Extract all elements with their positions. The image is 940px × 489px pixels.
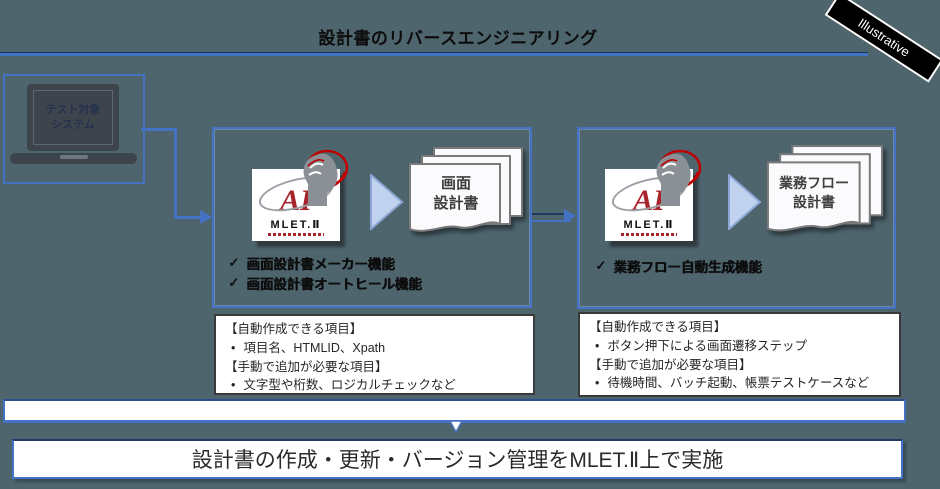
laptop-base: [10, 153, 137, 164]
note-item: • 待機時間、バッチ起動、帳票テストケースなど: [589, 374, 890, 393]
check-icon: ✓: [228, 275, 240, 290]
feature-item: ✓ 画面設計書メーカー機能: [228, 253, 395, 273]
flow2-arrow-icon: [728, 174, 762, 230]
ai-head-icon: [303, 149, 349, 206]
bullet-icon: •: [595, 338, 600, 353]
bullet-icon: •: [231, 378, 236, 393]
feature-item: ✓ 業務フロー自動生成機能: [595, 256, 762, 276]
note-item-text: 待機時間、バッチ起動、帳票テストケースなど: [607, 376, 870, 391]
note-item-text: 項目名、HTMLID、Xpath: [243, 340, 386, 355]
note-item-text: 文字型や桁数、ロジカルチェックなど: [243, 378, 456, 393]
business-flow-doc-stack: 業務フロー 設計書: [765, 144, 887, 252]
connector-laptop-h: [141, 128, 177, 131]
note-item: • 項目名、HTMLID、Xpath: [225, 339, 524, 358]
laptop-screen-label: テスト対象 システム: [33, 90, 113, 145]
check-icon: ✓: [228, 255, 240, 270]
arrow-into-box1-icon: [200, 210, 212, 224]
note-heading: 【手動で追加が必要な項目】: [589, 357, 752, 372]
note-item-text: ボタン押下による画面遷移ステップ: [607, 338, 808, 353]
feature-label: 画面設計書オートヒール機能: [246, 277, 422, 292]
flow-box-screen-design: AI MLET.Ⅱ: [212, 127, 532, 308]
note-heading: 【自動作成できる項目】: [225, 322, 363, 336]
connector-box1-box2-shadow: [529, 220, 571, 222]
doc2-label: 業務フロー 設計書: [767, 174, 861, 212]
mlet2-ai-text: AI: [633, 184, 665, 217]
laptop-label-line1: テスト対象: [45, 104, 101, 117]
note-heading: 【手動で追加が必要な項目】: [225, 359, 388, 374]
feature-label: 業務フロー自動生成機能: [613, 260, 762, 275]
mlet2-ai-text: AI: [280, 184, 312, 217]
summary-brace-band: [3, 399, 906, 423]
doc1-label-line2: 設計書: [433, 195, 479, 213]
summary-text: 設計書の作成・更新・バージョン管理をMLET.Ⅱ上で実施: [191, 449, 724, 472]
laptop-icon: テスト対象 システム: [27, 84, 119, 151]
mlet2-name-text: MLET.Ⅱ: [623, 219, 675, 231]
doc1-label-line1: 画面: [440, 175, 471, 192]
note-heading: 【自動作成できる項目】: [589, 320, 727, 334]
connector-laptop-v: [174, 128, 177, 219]
note-box-screen-design: 【自動作成できる項目】 • 項目名、HTMLID、Xpath 【手動で追加が必要…: [214, 314, 535, 395]
mlet2-tagline: [621, 233, 677, 236]
note-box-business-flow: 【自動作成できる項目】 • ボタン押下による画面遷移ステップ 【手動で追加が必要…: [578, 312, 901, 397]
arrow-into-box2-icon: [564, 209, 576, 223]
note-item: • ボタン押下による画面遷移ステップ: [589, 337, 890, 356]
feature-label: 画面設計書メーカー機能: [246, 257, 395, 272]
laptop-notch: [60, 155, 88, 159]
summary-box: 設計書の作成・更新・バージョン管理をMLET.Ⅱ上で実施: [12, 439, 903, 479]
check-icon: ✓: [595, 258, 607, 273]
connector-laptop-h2: [174, 216, 202, 219]
feature-item: ✓ 画面設計書オートヒール機能: [228, 273, 422, 293]
flow-box-business-flow: AI MLET.Ⅱ: [577, 127, 896, 309]
mlet2-logo: AI MLET.Ⅱ: [250, 147, 390, 259]
doc-stack-icon: [409, 147, 523, 232]
title-underline: [0, 52, 868, 56]
connector-box1-box2: [529, 213, 567, 215]
screen-design-doc-stack: 画面 設計書: [408, 146, 526, 252]
flow1-arrow-icon: [370, 174, 404, 230]
bullet-icon: •: [231, 340, 236, 355]
doc1-label: 画面 設計書: [414, 174, 498, 215]
ai-head-icon: [656, 149, 702, 206]
brace-pointer-icon: [449, 421, 463, 433]
mlet2-tagline: [268, 233, 324, 236]
doc-stack-icon: [766, 145, 884, 232]
mlet2-name-text: MLET.Ⅱ: [270, 219, 322, 231]
test-target-system-box: テスト対象 システム: [3, 74, 145, 184]
laptop-label-line2: システム: [51, 118, 95, 131]
note-item: • 文字型や桁数、ロジカルチェックなど: [225, 376, 524, 395]
bullet-icon: •: [595, 376, 600, 391]
mlet2-logo: AI MLET.Ⅱ: [603, 147, 743, 259]
doc2-label-line1: 業務フロー: [779, 175, 849, 191]
doc2-label-line2: 設計書: [793, 193, 835, 210]
page-title: 設計書のリバースエンジニアリング: [318, 29, 598, 48]
